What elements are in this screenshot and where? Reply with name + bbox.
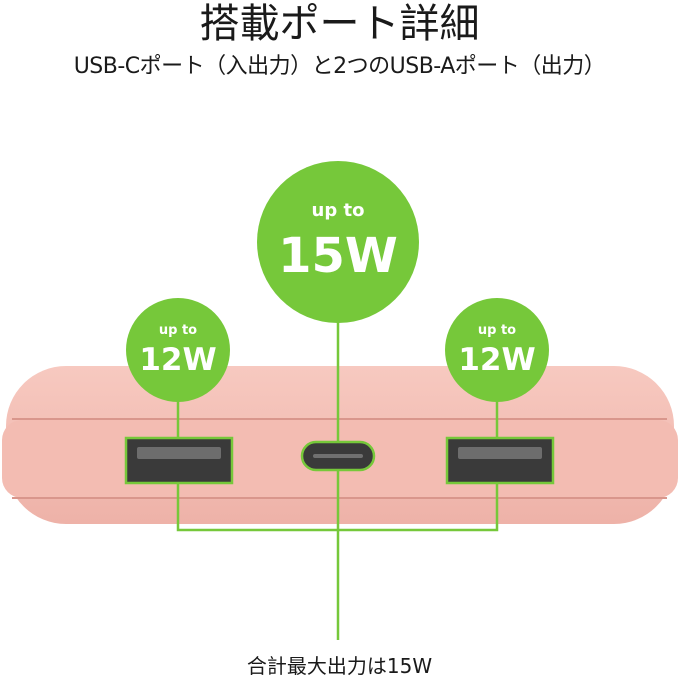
connector-lines <box>176 320 499 640</box>
badge-prefix: up to <box>478 323 516 338</box>
badge-watt: 12W <box>139 342 216 378</box>
total-output-caption: 合計最大出力は15W <box>246 654 433 678</box>
usb-a-port-right <box>445 436 555 485</box>
usb-c-port <box>300 440 376 472</box>
badge-prefix: up to <box>312 200 365 221</box>
usb-c-output-badge: up to 15W <box>257 161 419 323</box>
subtitle: USB-Cポート（入出力）と2つのUSB-Aポート（出力） <box>73 54 606 79</box>
usb-a-right-output-badge: up to 12W <box>445 298 549 402</box>
usb-a-port-left <box>124 436 234 485</box>
badge-watt: 12W <box>458 342 535 378</box>
usb-a-left-output-badge: up to 12W <box>126 298 230 402</box>
page-title: 搭載ポート詳細 <box>199 1 480 47</box>
badge-watt: 15W <box>278 228 398 284</box>
badge-prefix: up to <box>159 323 197 338</box>
